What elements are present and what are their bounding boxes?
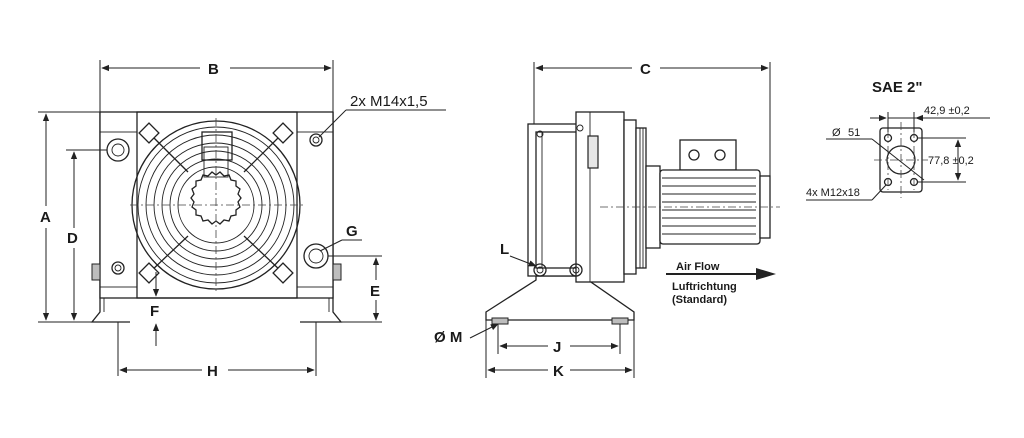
base-foot-left	[491, 317, 509, 325]
flange-diameter-value: 51	[848, 127, 860, 139]
front-dimensions: B A D E F G 2x M14x1,5 H	[38, 60, 446, 380]
side-dimensions: C L Ø M J K	[434, 61, 771, 380]
dim-label-k: K	[553, 363, 564, 380]
dim-label-g: G	[346, 223, 358, 240]
airflow-label-de: Luftrichtung	[672, 281, 737, 293]
dim-label-f: F	[150, 303, 159, 320]
top-tab	[201, 131, 233, 161]
dim-label-h: H	[207, 363, 218, 380]
dim-label-j: J	[553, 339, 561, 356]
airflow-note: (Standard)	[672, 294, 727, 306]
flange-diameter-symbol: Ø	[832, 127, 841, 139]
flange-width-dim: 42,9 ±0,2	[924, 105, 970, 117]
motor-terminal-box	[679, 139, 737, 171]
dim-label-c: C	[640, 61, 651, 78]
front-view	[90, 111, 343, 323]
thread-note: 2x M14x1,5	[350, 93, 428, 110]
fan-shroud	[535, 131, 579, 269]
dim-label-m: Ø M	[434, 329, 462, 346]
airflow-label: Air Flow	[676, 261, 720, 273]
dim-label-e: E	[370, 283, 380, 300]
flange-bolt-note: 4x M12x18	[806, 187, 860, 199]
plug-top-right	[309, 133, 323, 147]
airflow-indicator: Air Flow Luftrichtung (Standard)	[666, 261, 776, 306]
dim-label-l: L	[500, 241, 509, 258]
dim-label-a: A	[40, 209, 51, 226]
fan-guard-side	[623, 119, 637, 275]
flange-detail: SAE 2" 42,9 ±0,2 77,8 ±0,2 Ø 51 4x M12x1…	[806, 79, 990, 201]
dim-label-b: B	[208, 61, 219, 78]
plug-bottom-left	[111, 261, 125, 275]
base-foot-right	[611, 317, 629, 325]
side-view	[485, 111, 780, 325]
flange-title: SAE 2"	[872, 79, 922, 96]
dim-label-d: D	[67, 230, 78, 247]
flange-height-dim: 77,8 ±0,2	[928, 155, 974, 167]
